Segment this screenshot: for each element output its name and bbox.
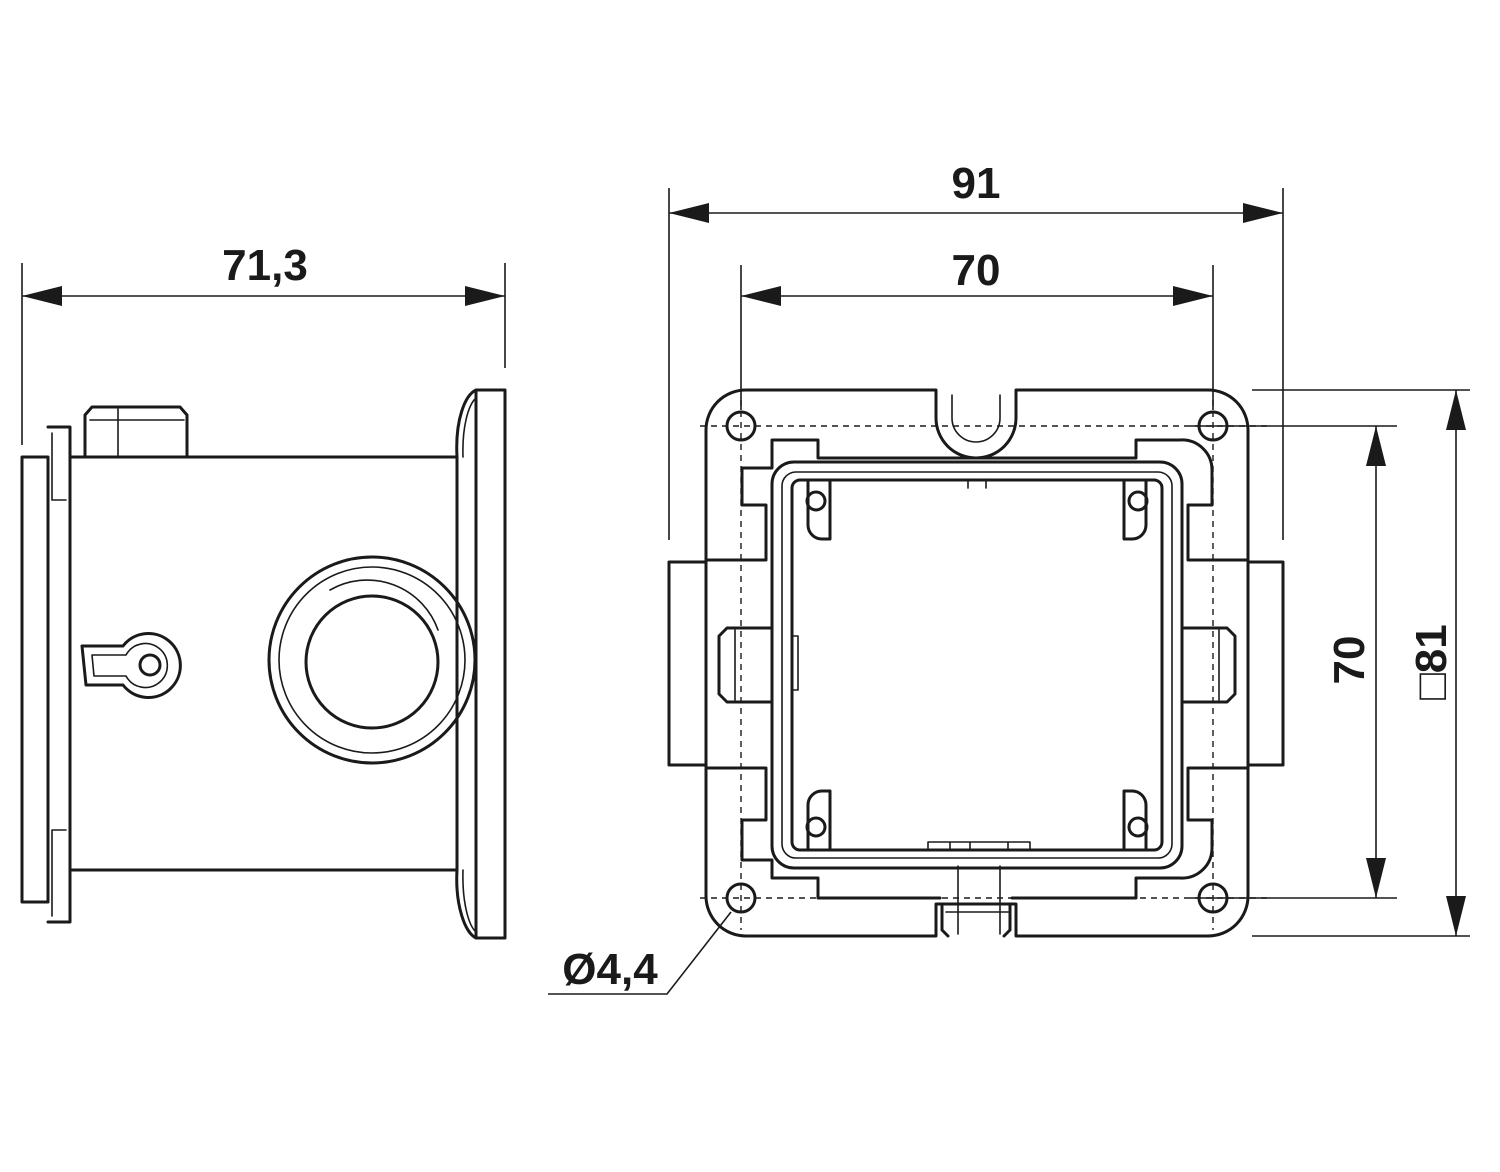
keyhole-slot [80,632,182,699]
mounting-hole-top-left [725,410,757,442]
cable-entry-inner [304,594,440,730]
label-hole-diameter: Ø4,4 [562,945,658,994]
label-front-width-inner: 70 [952,246,1001,295]
label-front-height-inner: 70 [1325,636,1374,685]
front-view: 91 70 70 □81 Ø4,4 [548,159,1470,995]
side-view: 71,3 [20,241,507,940]
mounting-hole-bottom-right [1197,882,1229,914]
label-side-depth: 71,3 [222,241,308,290]
leader-hole-diameter [548,911,732,995]
box-body [68,455,459,872]
mounting-hole-top-right [1197,410,1229,442]
top-gland [83,405,189,459]
inner-box-rim [770,460,1184,870]
label-front-width-outer: 91 [952,159,1001,208]
cable-entry-outer [267,555,477,765]
mounting-hole-bottom-left [725,882,757,914]
inner-box-opening [790,478,1164,852]
label-front-square: □81 [1407,624,1456,700]
flange [455,388,507,940]
